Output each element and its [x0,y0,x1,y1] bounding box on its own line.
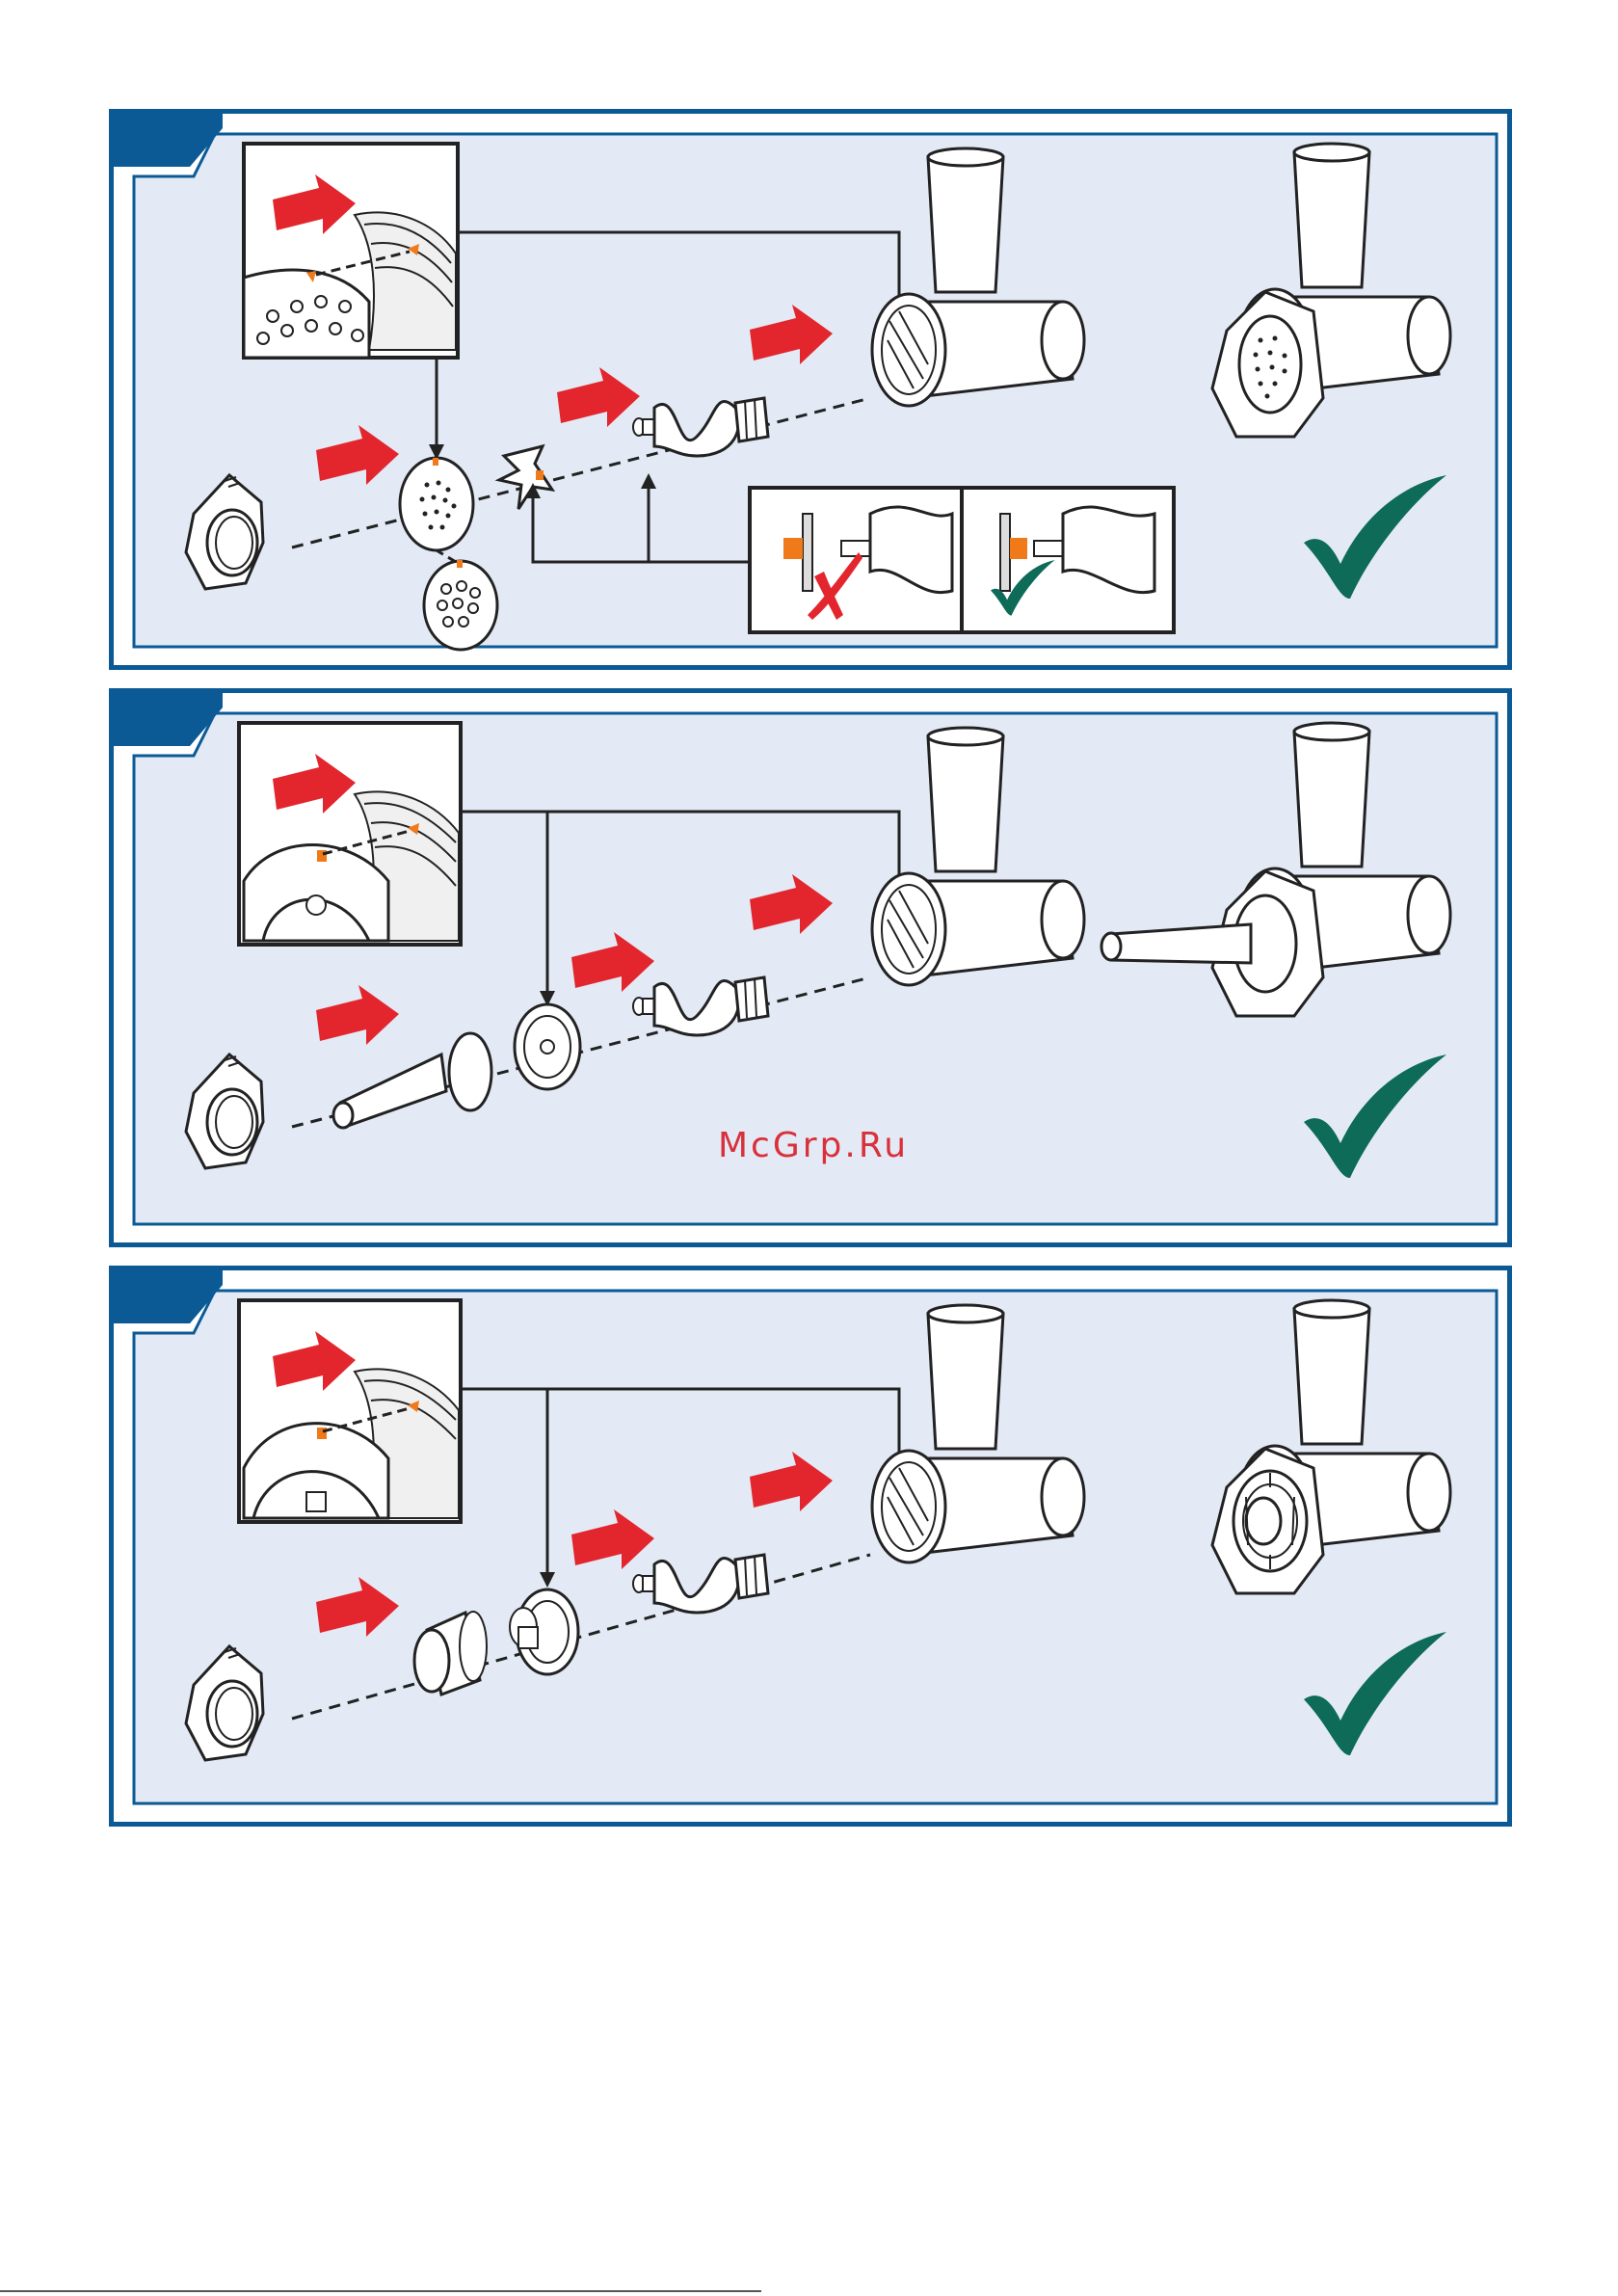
step-3-panel [109,1266,1512,1827]
page-footer-line [0,2290,761,2292]
perforated-disc-fine [400,458,473,550]
step-1-frame [109,109,1512,670]
detail-inset-box [239,1300,461,1522]
assembly-detail-box [750,488,1174,632]
step-3-frame [109,1266,1512,1827]
detail-inset-box [239,723,461,945]
watermark-text: McGrp.Ru [718,1126,909,1165]
detail-inset-box [244,144,458,358]
step-1-panel [109,109,1512,670]
spacer-disc [515,1004,580,1089]
